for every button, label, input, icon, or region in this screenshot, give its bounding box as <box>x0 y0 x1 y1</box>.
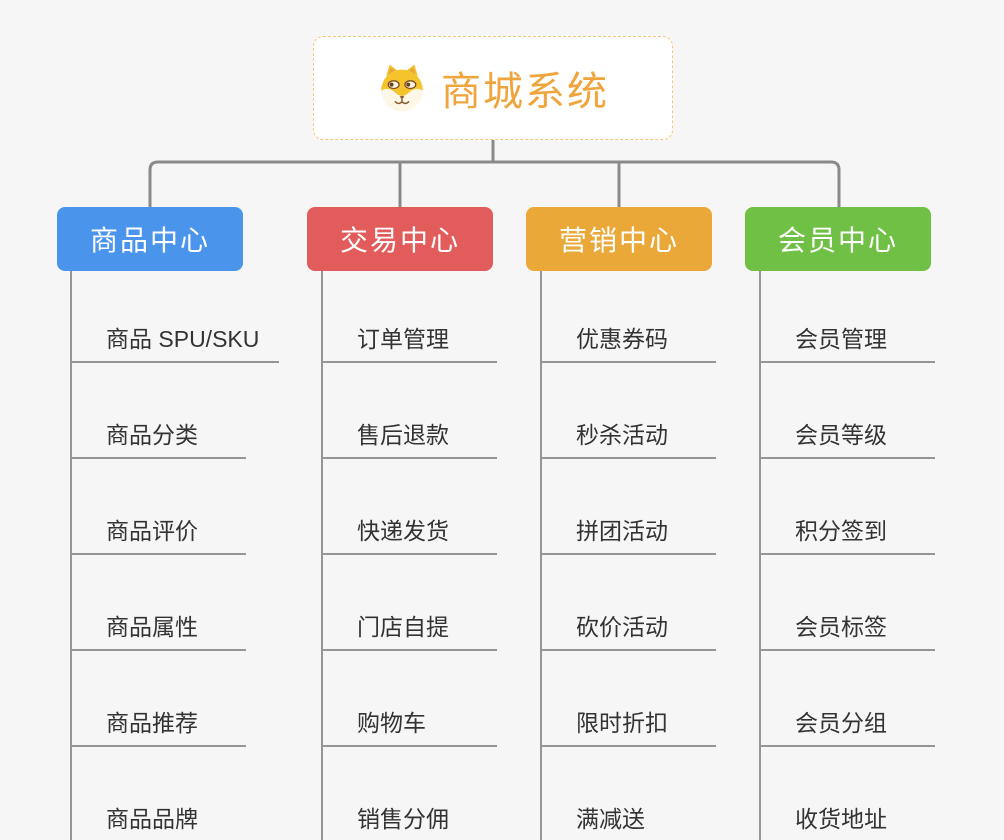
leaf-item[interactable]: 满减送 <box>542 747 716 840</box>
leaf-item[interactable]: 会员分组 <box>761 651 935 747</box>
leaf-item[interactable]: 订单管理 <box>323 271 497 363</box>
leaf-item[interactable]: 积分签到 <box>761 459 935 555</box>
leaf-item[interactable]: 商品推荐 <box>72 651 246 747</box>
branch-children-marketing-center: 优惠券码 秒杀活动 拼团活动 砍价活动 限时折扣 满减送 <box>540 271 716 840</box>
leaf-item[interactable]: 门店自提 <box>323 555 497 651</box>
connector-group <box>148 140 841 208</box>
branch-node-trade-center[interactable]: 交易中心 <box>307 207 493 271</box>
branch-node-member-center[interactable]: 会员中心 <box>745 207 931 271</box>
leaf-item[interactable]: 商品属性 <box>72 555 246 651</box>
leaf-item[interactable]: 优惠券码 <box>542 271 716 363</box>
leaf-item[interactable]: 砍价活动 <box>542 555 716 651</box>
leaf-item[interactable]: 收货地址 <box>761 747 935 840</box>
branch-children-product-center: 商品 SPU/SKU 商品分类 商品评价 商品属性 商品推荐 商品品牌 <box>70 271 280 840</box>
leaf-item[interactable]: 商品评价 <box>72 459 246 555</box>
branch-node-marketing-center[interactable]: 营销中心 <box>526 207 712 271</box>
leaf-item[interactable]: 购物车 <box>323 651 497 747</box>
leaf-item[interactable]: 会员管理 <box>761 271 935 363</box>
leaf-item[interactable]: 商品分类 <box>72 363 246 459</box>
leaf-item[interactable]: 会员等级 <box>761 363 935 459</box>
leaf-item[interactable]: 售后退款 <box>323 363 497 459</box>
leaf-item[interactable]: 秒杀活动 <box>542 363 716 459</box>
leaf-item[interactable]: 拼团活动 <box>542 459 716 555</box>
leaf-item[interactable]: 销售分佣 <box>323 747 497 840</box>
leaf-item[interactable]: 限时折扣 <box>542 651 716 747</box>
branch-children-trade-center: 订单管理 售后退款 快递发货 门店自提 购物车 销售分佣 <box>321 271 497 840</box>
leaf-item[interactable]: 会员标签 <box>761 555 935 651</box>
root-node-label: 商城系统 <box>441 70 609 114</box>
connector-horizontal <box>148 160 841 208</box>
root-node[interactable]: 商城系统 <box>313 36 673 140</box>
branch-children-member-center: 会员管理 会员等级 积分签到 会员标签 会员分组 收货地址 <box>759 271 935 840</box>
leaf-item[interactable]: 快递发货 <box>323 459 497 555</box>
leaf-item[interactable]: 商品 SPU/SKU <box>72 271 280 363</box>
leaf-item[interactable]: 商品品牌 <box>72 747 246 840</box>
branch-node-product-center[interactable]: 商品中心 <box>57 207 243 271</box>
dog-icon <box>377 62 427 114</box>
